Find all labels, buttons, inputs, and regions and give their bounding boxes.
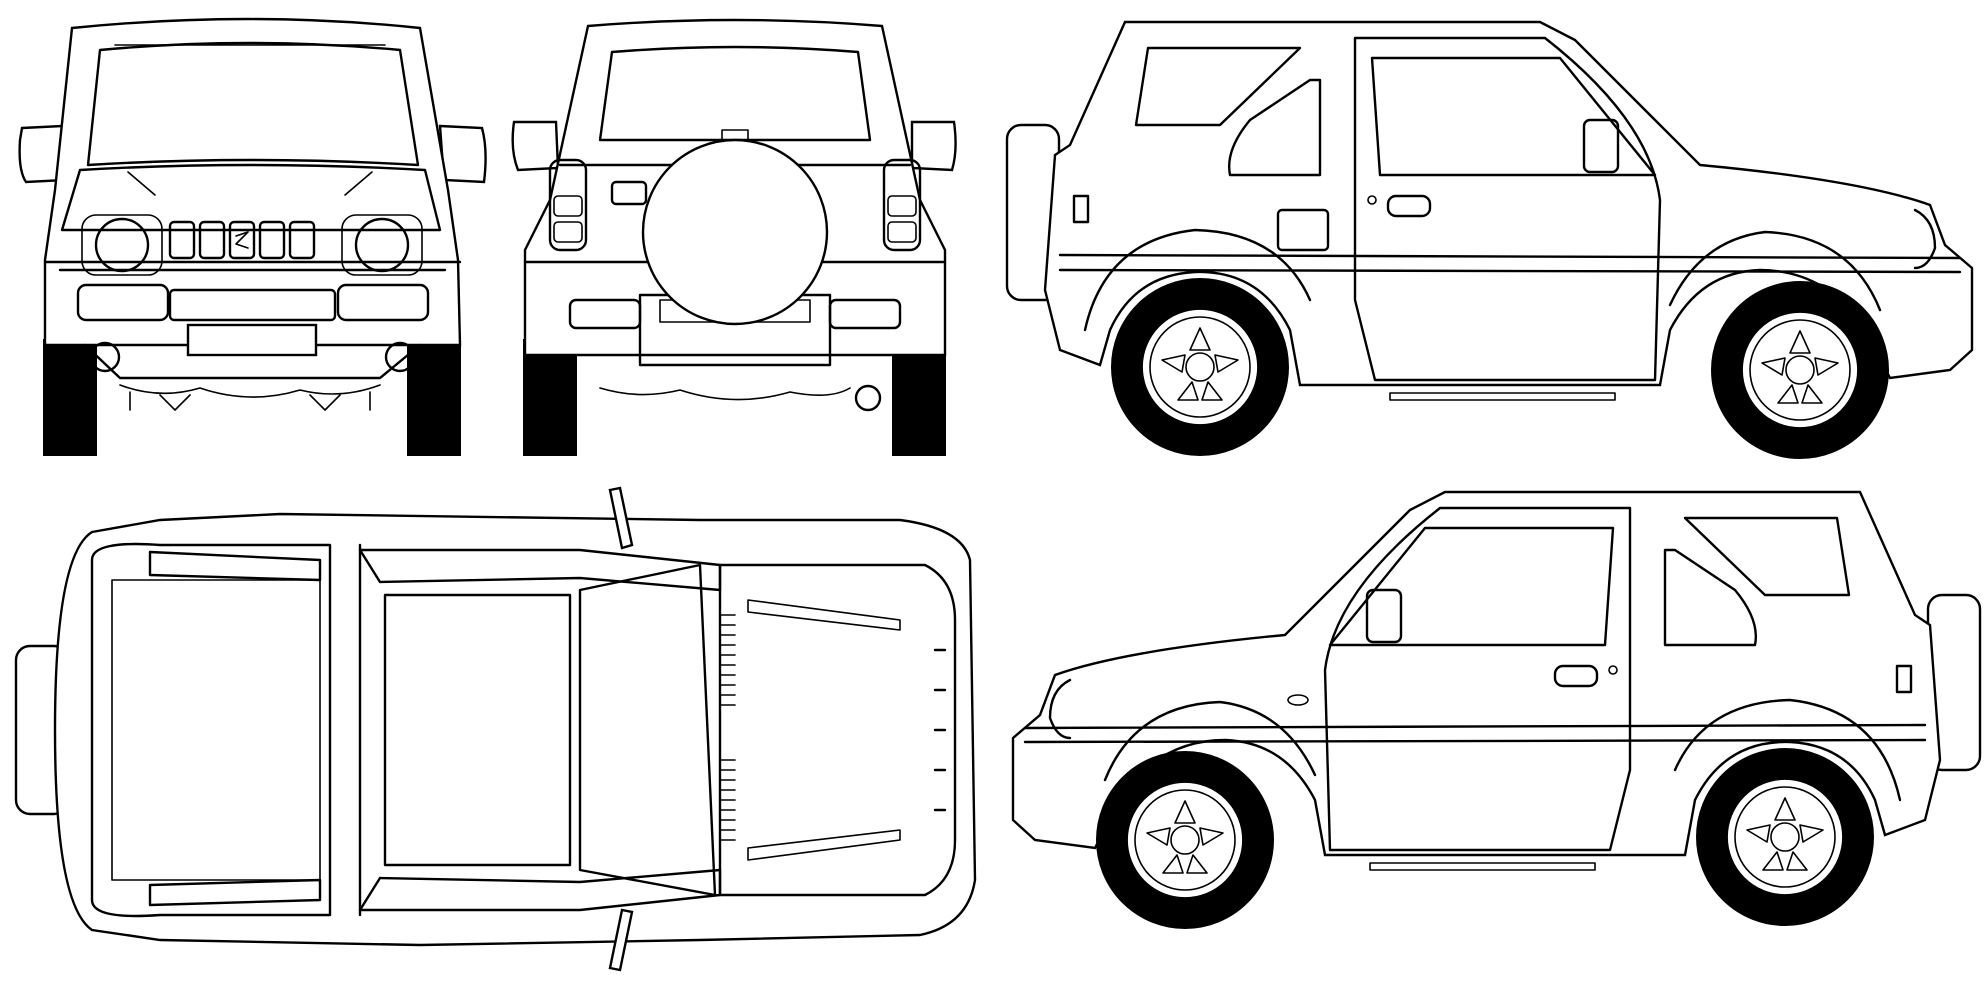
right-side-door [1353,36,1662,382]
rear-window [598,45,872,142]
front-grille [168,220,316,260]
front-license-plate [186,323,318,357]
left-side-front-wheel [1096,751,1274,929]
top-view-body [53,512,977,947]
left-side-rear-window [1663,548,1757,647]
top-view-right-mirror [608,908,634,972]
right-side-front-wheel [1711,281,1889,459]
rear-left-mirror [511,120,560,172]
top-view-soft-top [90,542,332,918]
rear-right-tire [892,339,946,456]
rear-right-mirror [910,120,957,172]
right-side-rear-quarter-window [1134,46,1302,127]
top-view [14,486,977,972]
left-side-view [1011,490,1982,929]
top-view-roof-panel [383,593,572,867]
front-left-mirror [18,124,68,184]
left-side-rear-wheel [1696,748,1874,926]
rear-view [511,18,957,456]
top-view-left-mirror [608,486,634,550]
right-side-view [1005,20,1974,459]
top-view-windshield [578,563,717,897]
top-view-hood [718,563,957,897]
right-side-fuel-door [1276,208,1330,252]
left-side-door-handle [1553,664,1599,688]
top-view-hood-vents [719,614,736,841]
front-right-mirror [438,124,487,184]
right-side-rear-window [1228,78,1322,177]
rear-right-taillight [882,158,922,252]
front-view [18,17,487,456]
right-side-door-handle [1386,194,1432,218]
left-side-body [1011,490,1942,857]
front-body [43,17,462,347]
front-left-foglight [89,341,121,373]
right-side-mirror [1582,118,1620,174]
left-side-mirror [1365,588,1403,644]
front-right-foglight [384,341,416,373]
front-windshield [86,41,420,167]
rear-left-taillight [548,158,588,252]
spare-tire [641,138,829,326]
right-side-rear-wheel [1111,278,1289,456]
front-right-tire [407,339,461,456]
front-left-tire [43,339,97,456]
right-side-body [1043,20,1974,387]
left-side-rear-quarter-window [1683,516,1851,597]
left-side-door [1323,506,1632,852]
rear-left-tire [523,339,577,456]
